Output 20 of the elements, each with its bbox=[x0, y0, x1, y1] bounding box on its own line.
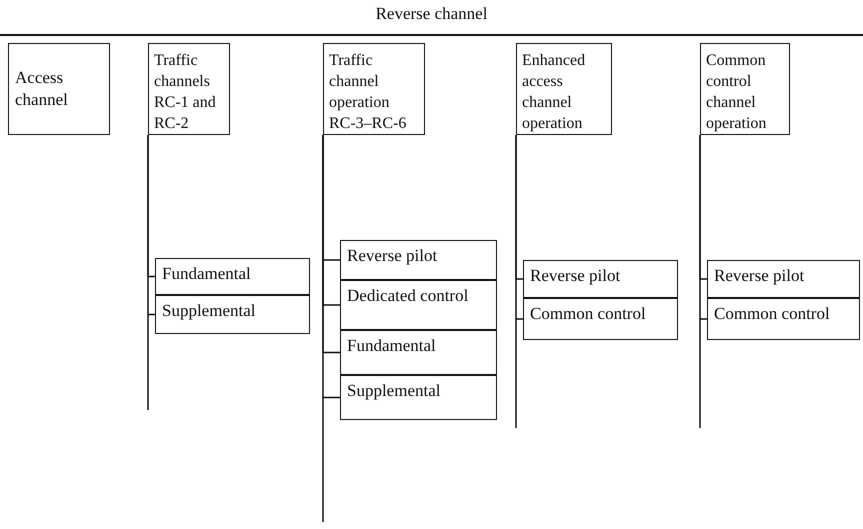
subchannel-box: Supplemental bbox=[155, 295, 310, 334]
connector-line bbox=[147, 135, 155, 316]
subchannel-box: Supplemental bbox=[340, 375, 497, 420]
connector-line bbox=[322, 135, 340, 398]
subchannel-box: Reverse pilot bbox=[523, 260, 678, 298]
subchannel-box: Access channel bbox=[8, 43, 110, 135]
subchannel-box: Fundamental bbox=[155, 258, 310, 295]
channel-box: Enhanced access channel operation bbox=[516, 43, 612, 135]
connector-line bbox=[699, 135, 707, 320]
subchannel-box: Reverse pilot bbox=[340, 240, 497, 280]
subchannel-box: Common control bbox=[707, 298, 860, 340]
subchannel-box: Reverse pilot bbox=[707, 260, 860, 298]
channel-box: Traffic channel operation RC-3–RC-6 bbox=[323, 43, 425, 135]
connector-line bbox=[515, 135, 523, 320]
channel-box: Common control channel operation bbox=[700, 43, 790, 135]
channel-box: Traffic channels RC-1 and RC-2 bbox=[148, 43, 230, 135]
subchannel-box: Dedicated control bbox=[340, 280, 497, 330]
diagram-title: Reverse channel bbox=[374, 4, 488, 24]
subchannel-box: Common control bbox=[523, 298, 678, 340]
subchannel-box: Fundamental bbox=[340, 330, 497, 375]
